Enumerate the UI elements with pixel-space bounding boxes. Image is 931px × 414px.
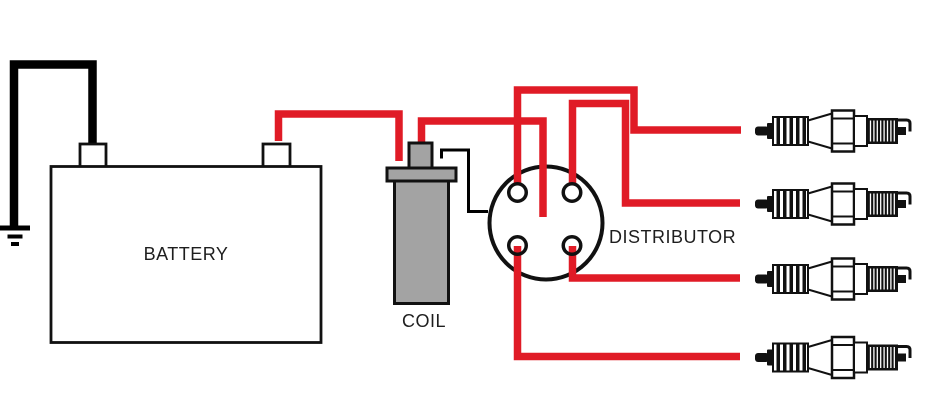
spark-plug-2 <box>753 182 912 226</box>
distributor-terminal-1 <box>507 182 528 203</box>
distributor-terminal-3 <box>507 235 528 256</box>
distributor-to-plug4-wire <box>513 246 740 361</box>
spark-plug-3 <box>753 257 912 301</box>
coil-terminal <box>407 141 434 172</box>
coil-label: COIL <box>402 311 446 331</box>
battery: BATTERY <box>49 142 323 344</box>
battery-label: BATTERY <box>144 244 229 264</box>
distributor-terminal-2 <box>561 182 583 203</box>
distributor-to-plug3-wire <box>568 246 740 282</box>
spark-plug-1 <box>753 109 912 153</box>
ignition-coil: COIL <box>385 141 458 331</box>
coil-body <box>393 179 450 305</box>
coil-to-distributor-wire <box>417 117 547 217</box>
spark-plug-4 <box>753 335 912 380</box>
distributor-to-plug2-wire <box>568 99 740 207</box>
battery-positive-terminal <box>261 142 292 170</box>
ground-symbol <box>0 225 30 246</box>
battery-negative-terminal <box>78 142 108 170</box>
battery-body <box>49 165 323 344</box>
distributor-terminal-4 <box>561 235 583 256</box>
distributor-label: DISTRIBUTOR <box>609 227 736 247</box>
battery-ground-wire <box>9 60 97 226</box>
battery-to-coil-wire <box>274 110 403 161</box>
distributor-to-plug1-wire <box>513 86 741 183</box>
coil-cap <box>385 166 458 183</box>
coil-to-distributor-black-wire <box>440 148 488 213</box>
